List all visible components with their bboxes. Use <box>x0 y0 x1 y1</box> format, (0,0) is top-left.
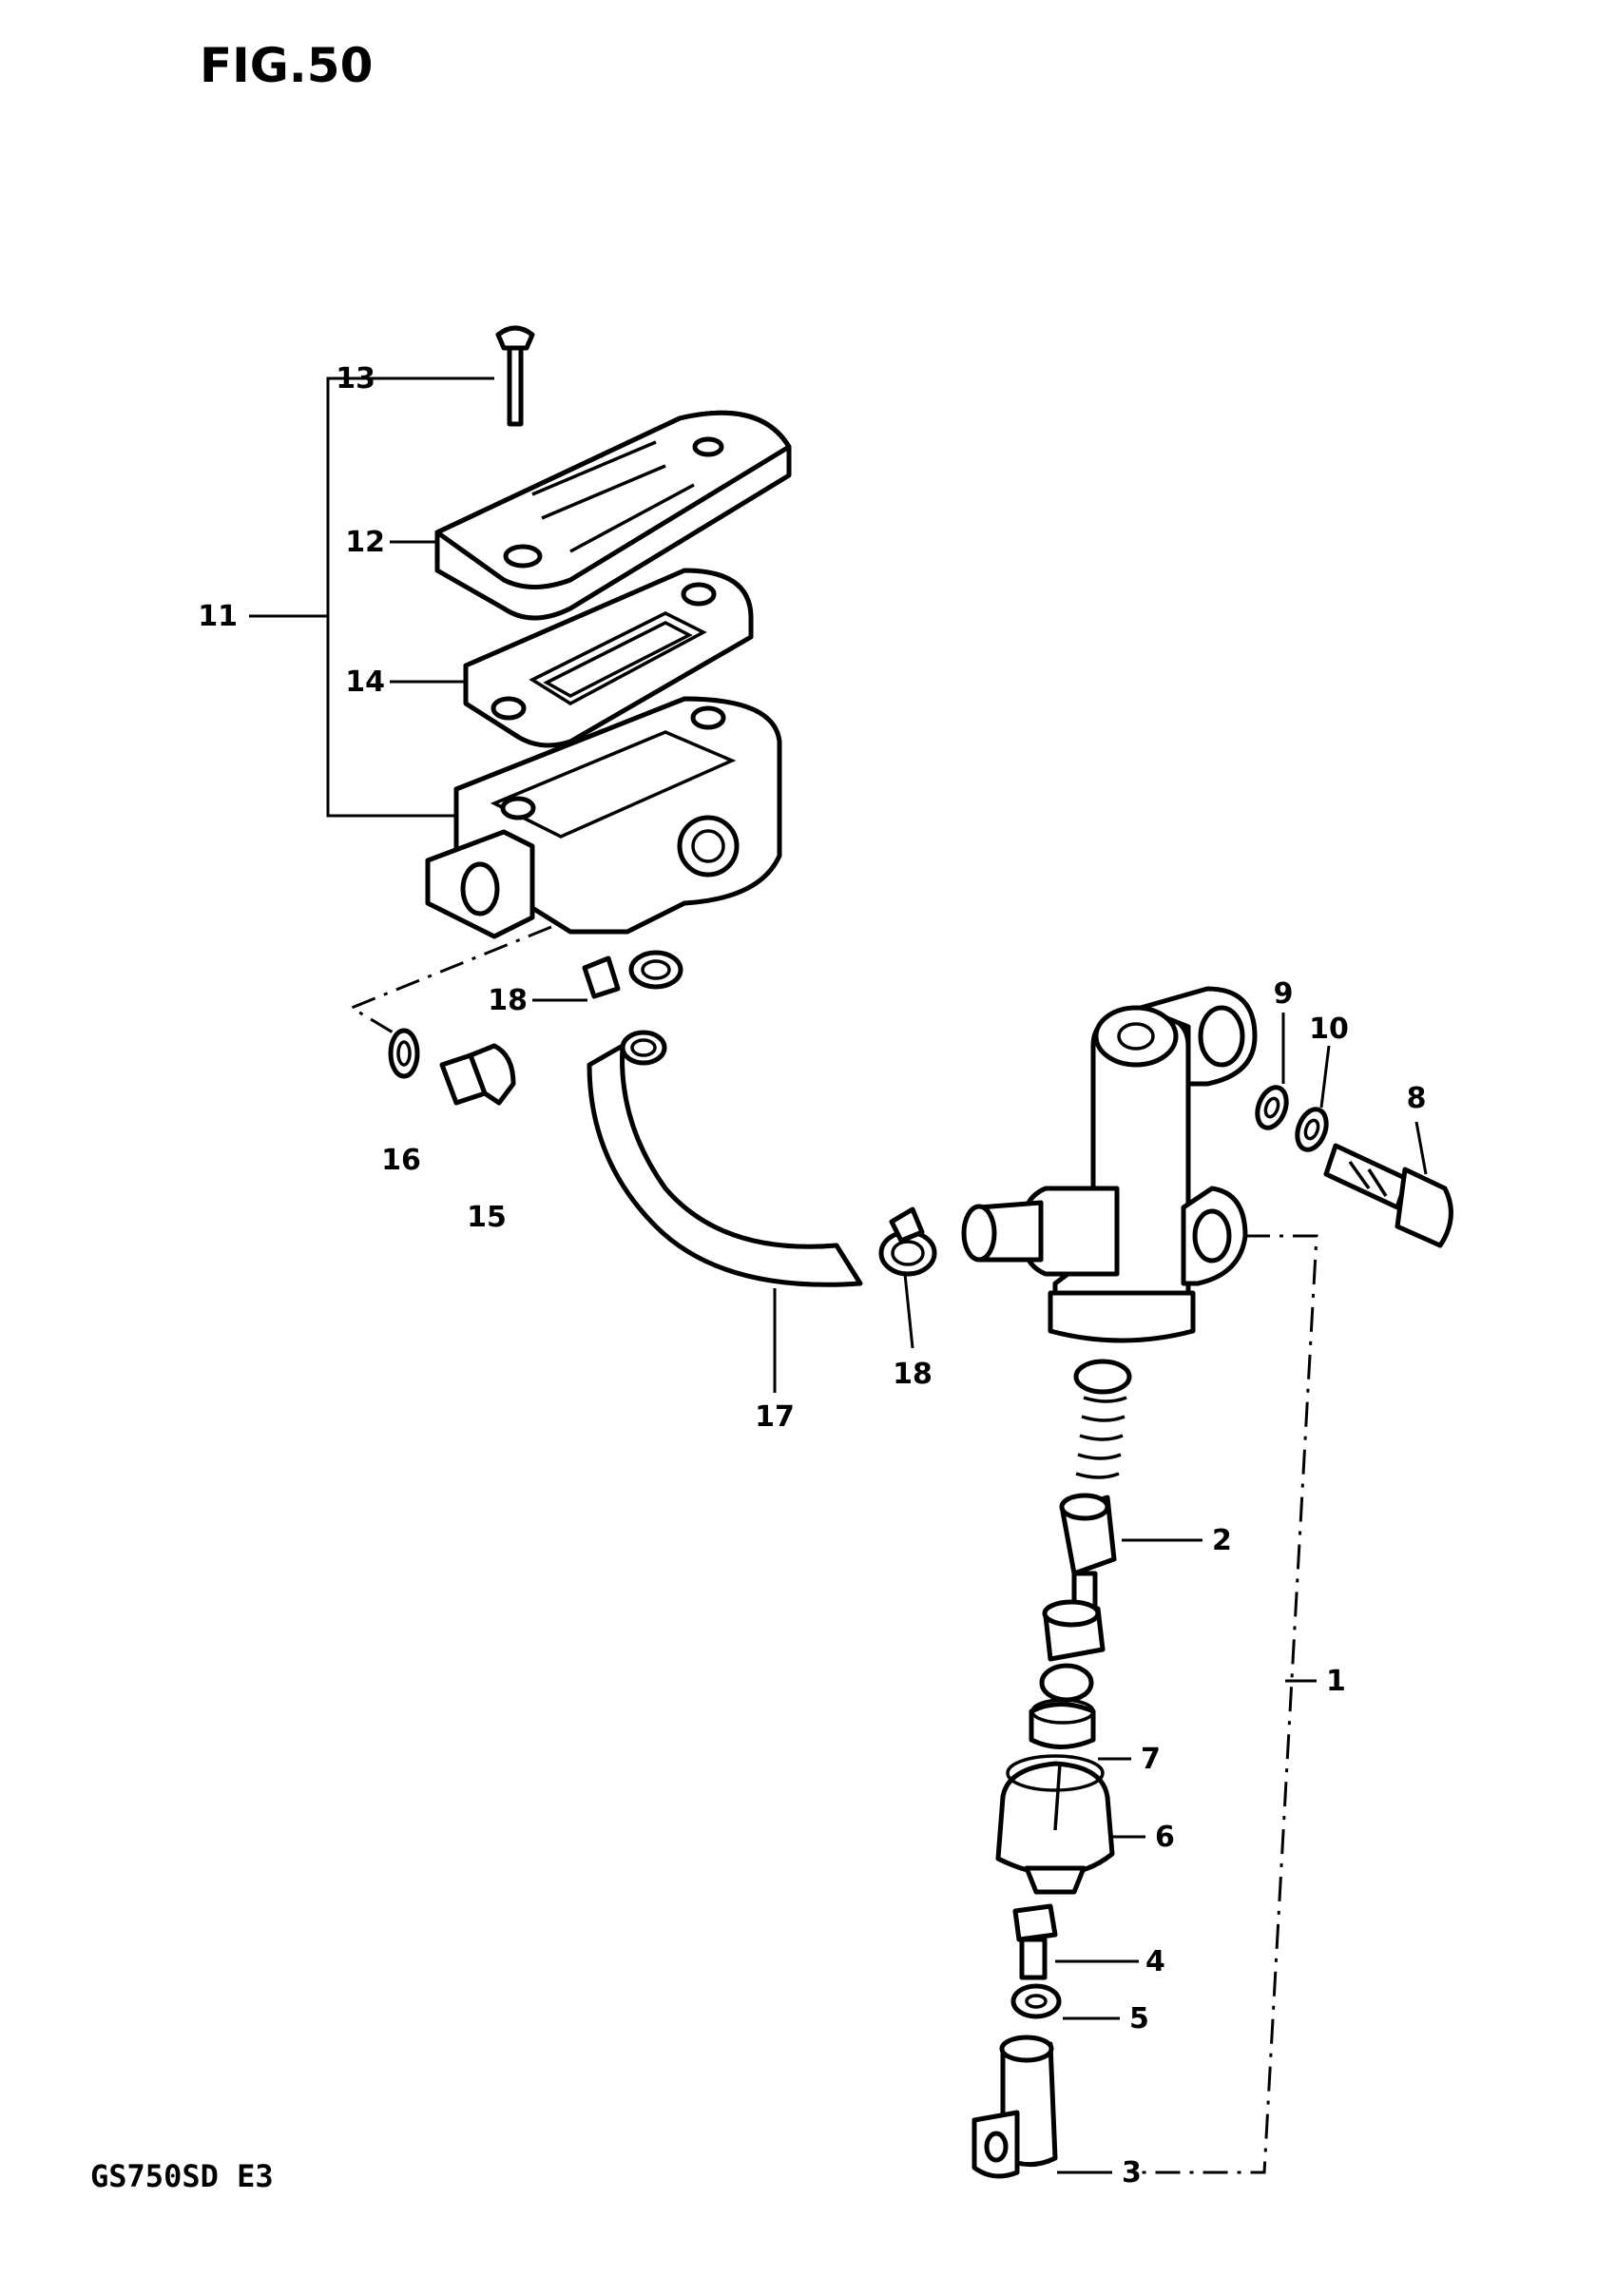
callout-3: 3 <box>1122 2156 1142 2190</box>
part-17-hose <box>587 1030 863 1287</box>
part-2-spring-piston <box>1042 1359 1132 1662</box>
leader-lines <box>390 376 1428 2174</box>
bracket-1 <box>1141 1234 1318 2174</box>
part-13-screw <box>495 325 535 427</box>
part-1-master-cylinder-body <box>961 986 1258 1343</box>
part-18-clamp-upper <box>582 950 683 999</box>
callout-4: 4 <box>1145 1945 1165 1978</box>
part-18-clamp-lower <box>878 1206 937 1277</box>
part-11-reservoir-body <box>425 696 782 939</box>
figure-title: FIG.50 <box>200 38 373 93</box>
callout-labels: 13 12 11 14 18 16 15 17 18 9 10 8 2 1 7 … <box>198 362 1426 2190</box>
callout-6: 6 <box>1155 1821 1175 1854</box>
part-7-stop-plate <box>1029 1663 1096 1749</box>
callout-1: 1 <box>1326 1665 1346 1698</box>
callout-10: 10 <box>1309 1013 1349 1046</box>
callout-16: 16 <box>381 1144 421 1177</box>
callout-12: 12 <box>345 526 385 559</box>
part-9-washer <box>1255 1085 1289 1130</box>
callout-5: 5 <box>1129 2002 1149 2036</box>
callout-18-lower: 18 <box>893 1358 933 1391</box>
part-15-bolt <box>439 1043 516 1106</box>
callout-17: 17 <box>755 1400 795 1434</box>
part-8-bolt <box>1323 1143 1453 1248</box>
part-6-boot <box>995 1754 1115 1895</box>
part-16-washer <box>388 1028 420 1079</box>
part-14-diaphragm <box>463 568 754 748</box>
part-3-clevis <box>972 2035 1058 2179</box>
callout-14: 14 <box>345 666 385 699</box>
callout-18-upper: 18 <box>488 984 528 1017</box>
model-code: GS750SD E3 <box>90 2158 274 2194</box>
callout-13: 13 <box>336 362 375 396</box>
part-12-reservoir-cap <box>434 410 792 621</box>
callout-8: 8 <box>1407 1082 1427 1115</box>
part-4-push-rod <box>1012 1903 1058 1980</box>
bracket-11 <box>326 376 456 818</box>
callout-2: 2 <box>1212 1524 1232 1557</box>
fitting-line <box>348 925 552 1038</box>
part-10-washer <box>1295 1107 1329 1152</box>
callout-9: 9 <box>1274 977 1294 1011</box>
callout-15: 15 <box>467 1201 507 1234</box>
part-5-nut <box>1010 1983 1062 2019</box>
callout-7: 7 <box>1141 1743 1161 1776</box>
callout-11: 11 <box>198 600 238 633</box>
